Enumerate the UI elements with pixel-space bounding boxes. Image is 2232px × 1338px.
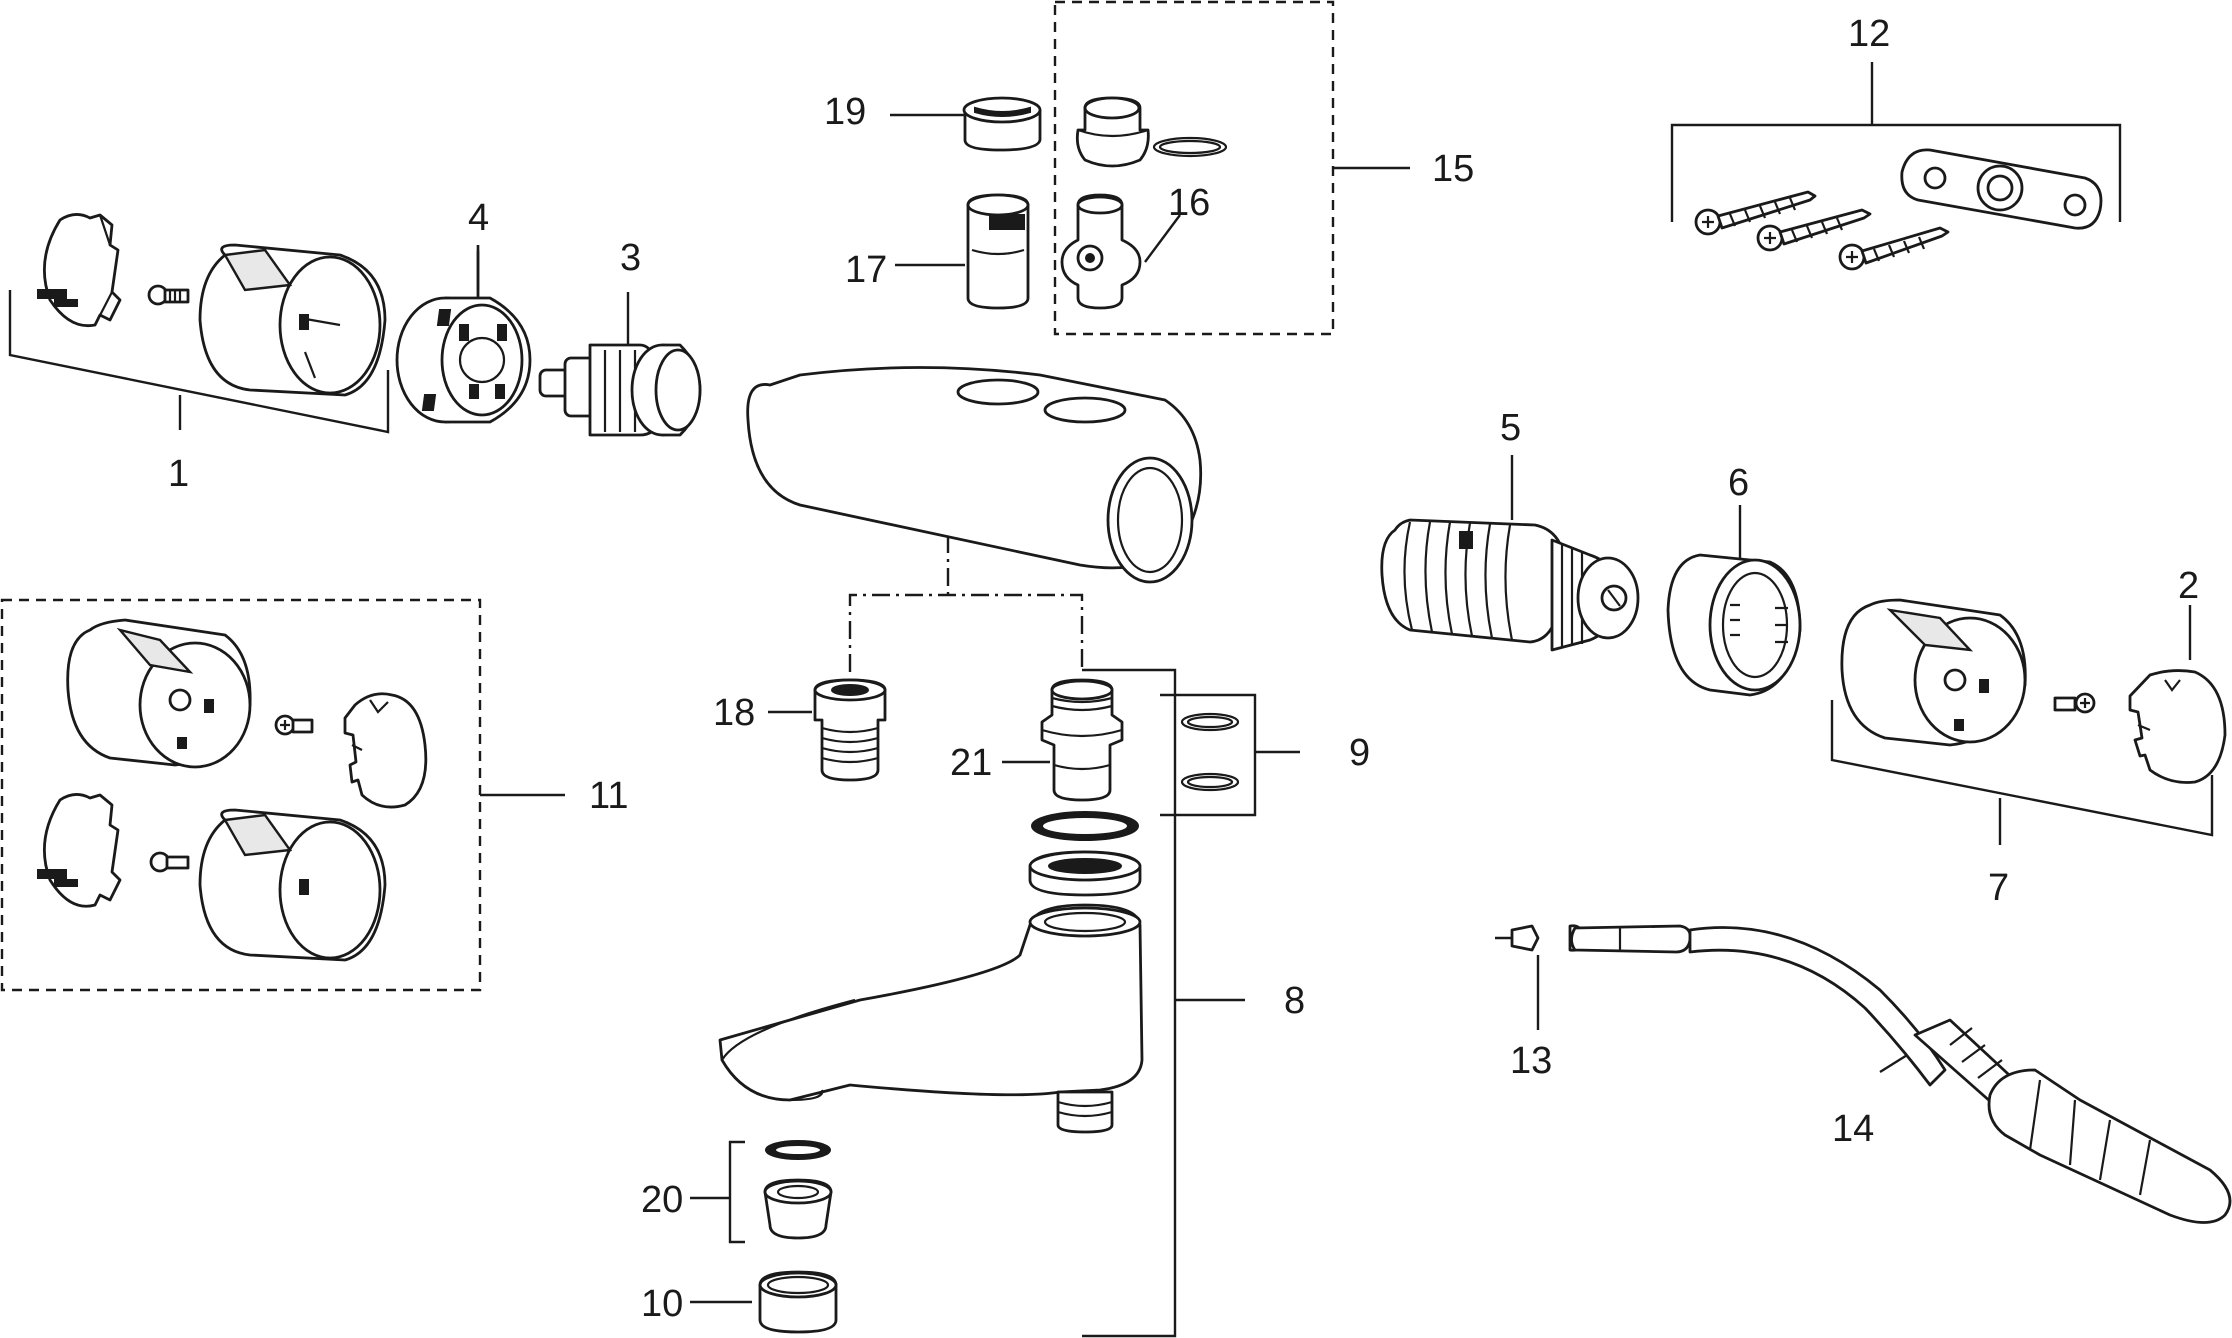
- part-11-handle-set: [37, 618, 428, 962]
- main-valve-body: [746, 366, 1203, 584]
- callout-16: 16: [1168, 182, 1210, 224]
- callout-3: 3: [620, 237, 641, 279]
- part-18-threaded-nipple: [813, 678, 887, 782]
- callout-11: 11: [589, 775, 628, 817]
- part-19-cap: [962, 96, 1042, 152]
- part-15-flow-insert: [1075, 96, 1228, 168]
- part-7-handle-assembly: [1840, 598, 2227, 784]
- part-21-connector: [1040, 678, 1124, 802]
- callout-2: 2: [2178, 565, 2199, 607]
- callout-8: 8: [1284, 980, 1305, 1022]
- callout-10: 10: [641, 1283, 683, 1325]
- callout-9: 9: [1349, 732, 1370, 774]
- part-12-screws: [1694, 190, 1950, 271]
- callout-19: 19: [824, 91, 866, 133]
- callout-6: 6: [1728, 462, 1749, 504]
- part-3-cartridge: [538, 343, 702, 437]
- callout-12: 12: [1848, 13, 1890, 55]
- part-6-adjustment-ring: [1666, 553, 1802, 697]
- callout-7: 7: [1988, 867, 2009, 909]
- part-1-handle-assembly: [37, 213, 387, 397]
- part-5-thermostatic-cartridge: [1380, 518, 1640, 652]
- callout-labels: 1 2 3 4 5 6 7 8 9 10 11 12 13 14 15 16 1…: [168, 13, 2199, 1325]
- part-20-aerator: [763, 1140, 833, 1240]
- callout-21: 21: [950, 742, 992, 784]
- part-9-o-rings: [1180, 712, 1240, 792]
- part-17-sleeve: [966, 193, 1030, 310]
- callout-14: 14: [1832, 1108, 1874, 1150]
- callout-15: 15: [1432, 148, 1474, 190]
- part-10-aerator-housing: [758, 1270, 838, 1334]
- part-8-spout-assembly: [718, 811, 1144, 1134]
- callout-18: 18: [713, 692, 755, 734]
- part-12-mounting-plate: [1900, 148, 2103, 230]
- callout-20: 20: [641, 1179, 683, 1221]
- callout-1: 1: [168, 453, 189, 495]
- part-16-valve-body: [1060, 193, 1142, 310]
- callout-4: 4: [468, 197, 489, 239]
- callout-17: 17: [845, 249, 887, 291]
- part-14-tool: [1570, 924, 2232, 1224]
- callout-5: 5: [1500, 407, 1521, 449]
- part-4-adapter-ring: [395, 296, 532, 424]
- callout-13: 13: [1510, 1040, 1552, 1082]
